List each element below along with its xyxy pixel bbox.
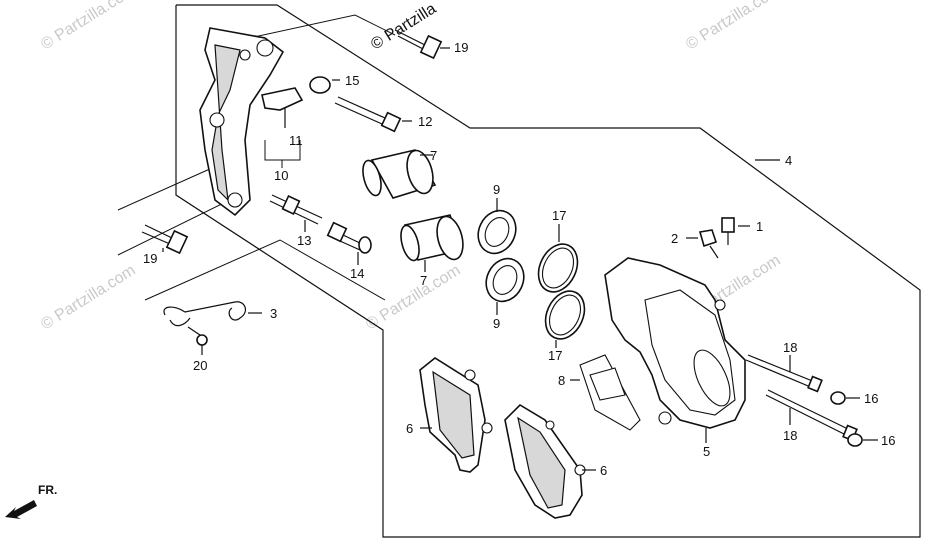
pin-14 — [326, 221, 372, 265]
callout-19-left: 19 — [143, 251, 157, 266]
seal-9-lower — [485, 257, 525, 315]
plug-16-upper — [830, 391, 860, 405]
front-direction-indicator: FR. — [5, 483, 57, 519]
brake-pad-left — [419, 357, 493, 473]
seal-9-upper — [477, 198, 517, 255]
watermark-text: © Partzilla.com — [363, 262, 463, 334]
pad-shim-8 — [570, 354, 641, 431]
callout-4: 4 — [785, 153, 792, 168]
bleeder-cap-2 — [686, 229, 719, 259]
callout-3: 3 — [270, 306, 277, 321]
callout-17-upper: 17 — [552, 208, 566, 223]
pad-spring-3 — [163, 301, 262, 327]
callout-12: 12 — [418, 114, 432, 129]
callout-7-lower: 7 — [420, 273, 427, 288]
bleeder-1 — [721, 217, 750, 245]
bolt-19-top — [394, 29, 450, 60]
callout-19-top: 19 — [454, 40, 468, 55]
piston-7-lower — [400, 214, 464, 272]
bolt-20 — [187, 326, 208, 355]
callout-17-lower: 17 — [548, 348, 562, 363]
callout-16-lower: 16 — [881, 433, 895, 448]
callout-18-lower: 18 — [783, 428, 797, 443]
callout-9-upper: 9 — [493, 182, 500, 197]
callout-10: 10 — [274, 168, 288, 183]
callout-14: 14 — [350, 266, 364, 281]
plug-16-lower — [847, 433, 878, 447]
watermark-text: © Partzilla.com — [683, 0, 783, 53]
pad-pin-18-upper — [745, 354, 823, 393]
callout-7-upper: 7 — [430, 148, 437, 163]
callout-1: 1 — [756, 219, 763, 234]
caliper-bracket — [199, 27, 285, 217]
boot-15 — [309, 76, 340, 94]
callout-labels: 1 2 3 4 5 6 6 7 7 8 9 9 10 11 12 13 14 1… — [143, 40, 895, 478]
piston-7-upper — [362, 149, 437, 199]
caliper-body-5 — [604, 257, 746, 443]
slide-pin-12 — [334, 96, 412, 133]
callout-20: 20 — [193, 358, 207, 373]
retainer-11 — [261, 87, 304, 128]
callout-2: 2 — [671, 231, 678, 246]
callout-15: 15 — [345, 73, 359, 88]
callout-8: 8 — [558, 373, 565, 388]
front-arrow-icon — [5, 500, 37, 519]
bolt-19-left — [141, 224, 189, 255]
callout-6-left: 6 — [406, 421, 413, 436]
brake-pad-right — [504, 403, 596, 519]
callout-6-right: 6 — [600, 463, 607, 478]
seal-17-lower — [544, 290, 586, 348]
callout-5: 5 — [703, 444, 710, 459]
callout-13: 13 — [297, 233, 311, 248]
pin-13 — [269, 194, 323, 232]
watermark-text: © Partzilla.com — [38, 0, 138, 53]
watermark-text: © Partzilla.com — [38, 262, 138, 334]
callout-18-upper: 18 — [783, 340, 797, 355]
front-label: FR. — [38, 483, 57, 497]
callout-11: 11 — [289, 133, 303, 148]
callout-9-lower: 9 — [493, 316, 500, 331]
callout-16-upper: 16 — [864, 391, 878, 406]
seal-17-upper — [537, 224, 579, 293]
